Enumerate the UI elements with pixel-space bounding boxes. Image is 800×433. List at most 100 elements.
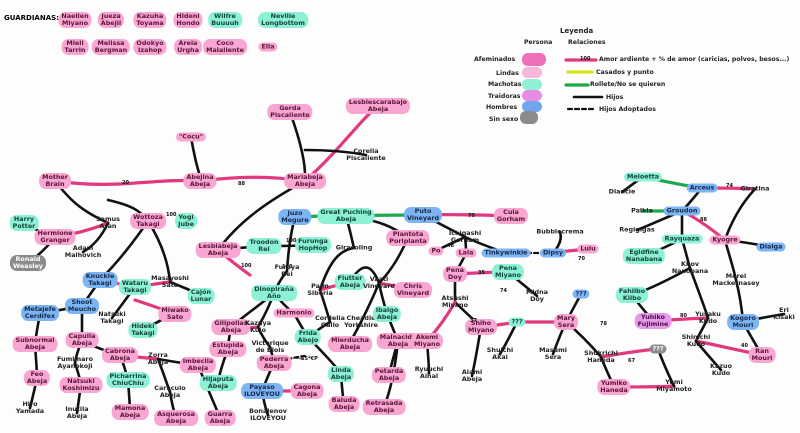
legend-persona-label: Hombres <box>486 104 518 111</box>
adam-node: Adam Malhovich <box>64 244 102 259</box>
unknown-node: ??? <box>649 344 667 354</box>
victorique-node: Victorique de Blois <box>251 339 289 354</box>
hiro-node: Hiro Yamada <box>15 400 45 415</box>
subnormal-node: Subnormal Abeja <box>12 336 58 352</box>
relationship-line <box>303 148 368 157</box>
chris-node: Chris Vineyard <box>393 282 433 298</box>
diancie-node: Diancie <box>608 187 636 196</box>
kazuya-node: Kazuya Kujo <box>244 319 272 334</box>
guardiana-node: Naellen Miyano <box>58 12 92 28</box>
dipsy-node: Dipsy <box>539 248 567 258</box>
legend-love-number: 100 <box>580 56 591 62</box>
fumimaro-node: Fumimaro Ayanokoji <box>57 355 93 370</box>
pederra-node: Pederra Abeja <box>256 355 292 371</box>
relationship-line <box>303 104 380 183</box>
relationship-line <box>723 187 757 242</box>
petarda-node: Petarda Abeja <box>371 367 407 383</box>
guardiana-node: Areia Urgha <box>174 39 202 55</box>
juzo-node: Juzo Megure <box>278 209 312 225</box>
furuya-node: Furuya Rei <box>274 263 300 278</box>
edge-label: 100 <box>166 212 177 218</box>
legend-persona-swatch <box>522 53 546 66</box>
legend-persona-label: Traidoras <box>488 93 521 100</box>
relationship-line <box>146 219 172 284</box>
zorra-node: Zorra Abeja <box>147 351 169 366</box>
miwako-node: Miwako Sato <box>158 306 192 322</box>
marysera-node: Mary Sera <box>554 314 578 330</box>
mariabeja-node: Mariabeja Abeja <box>284 173 326 189</box>
legend-relation-label: Hijos Adoptados <box>599 106 656 113</box>
edge-label: 100 <box>282 264 293 270</box>
guardiana-node: Hideni Hondo <box>173 12 203 28</box>
relationship-line <box>288 110 307 177</box>
midna-node: Midna Doy <box>526 288 548 303</box>
vaati-node: Vaati Vineyard <box>362 275 396 290</box>
relationship-line <box>694 316 710 343</box>
mierducha-node: Mierducha Abeja <box>328 336 372 352</box>
legend-persona-swatch <box>522 90 542 101</box>
frida-node: Frida Abejo <box>294 329 322 345</box>
edge-label: 88 <box>238 181 245 187</box>
po-node: Po <box>428 246 444 256</box>
legend-persona-swatch <box>520 111 538 124</box>
feo-node: Feo Abeja <box>23 370 51 386</box>
cagona-node: Cagona Abeja <box>290 383 324 399</box>
aiami-node: Aiami Abeja <box>461 368 483 383</box>
edge-label: 100 <box>286 238 297 244</box>
wottoza-node: Wottoza Takagi <box>130 213 166 229</box>
kazuo-node: Kazuo Kudo <box>710 362 732 377</box>
groudon-node: Groudon <box>663 206 701 216</box>
guardiana-node: Ella <box>258 42 278 52</box>
edge-label: 40 <box>741 343 748 349</box>
lesbiabeja-node: Lesbiabeja Abeja <box>195 242 241 258</box>
edge-label: 78 <box>600 321 607 327</box>
yuhiko-node: Yuhiko Fujimine <box>634 313 672 329</box>
lulu-node: Lulu <box>577 244 599 254</box>
metajefe-node: Metajefe Cerdifex <box>21 305 59 321</box>
edge-label: 80 <box>680 313 687 319</box>
legend-persona-header: Persona <box>524 39 553 46</box>
malnacida-node: Malnacida Abeja <box>376 333 420 349</box>
knov-node: Knov Nanobana <box>671 260 709 275</box>
ichigashi-node: Ichigashi Gorham <box>448 229 482 244</box>
regigigas-node: Regigigas <box>619 225 655 234</box>
inutila-node: Inutila Abeja <box>65 405 89 420</box>
legend-persona-label: Sin sexo <box>489 116 519 123</box>
cabrona-node: Cabrona Abeja <box>102 347 138 363</box>
relationship-line <box>688 266 710 320</box>
eri-node: Eri Kisaki <box>773 306 795 321</box>
plantota-node: Plantota Poriplanta <box>386 230 430 246</box>
legend-persona-swatch <box>522 101 542 112</box>
yogi-node: Yogi Jube <box>175 213 197 229</box>
relationship-line <box>318 246 356 292</box>
guardiana-node: Mieli Tarrin <box>61 39 89 55</box>
hermione-node: Hermione Granger <box>34 229 76 245</box>
shoot-node: Shoot Meucho <box>65 298 99 314</box>
lesbies-node: Lesbiescarabajo Abeja <box>345 98 411 114</box>
payaso-node: Payaso ILOVEYOU <box>241 383 283 399</box>
harmonio-node: Harmonio <box>273 308 315 318</box>
meloetta-node: Meloetta <box>623 172 663 182</box>
knuckle-node: Knuckle Takagi <box>82 272 118 288</box>
hijaputa-node: Hijaputa Abeja <box>199 375 237 391</box>
edge-label: 37 <box>470 318 477 324</box>
furunga-node: Furunga HopHop <box>295 237 331 253</box>
relationship-line <box>156 357 172 394</box>
caraculo-node: Caraculo Abeja <box>154 384 186 399</box>
tinky-node: Tinkywinkie <box>481 248 531 258</box>
mother-node: Mother Brain <box>39 173 71 189</box>
linda-node: Linda Abeja <box>327 366 355 382</box>
rayquaza-node: Rayquaza <box>661 234 703 244</box>
legend-persona-swatch <box>522 67 542 78</box>
masumi-node: Masumi Sera <box>539 346 567 361</box>
edge-label: 88 <box>700 217 707 223</box>
edge-label: 100 <box>241 263 252 269</box>
cocu-node: "Cocu" <box>175 132 207 142</box>
ronald-node: Ronald Weasley <box>10 255 46 271</box>
penadoy-node: Pena Doy <box>443 266 467 282</box>
legend-relaciones-header: Relaciones <box>568 39 606 46</box>
harry-node: Harry Potter <box>9 215 39 231</box>
akemi-node: Akemi Miyano <box>411 333 443 349</box>
palkia-node: Palkia <box>631 206 653 215</box>
